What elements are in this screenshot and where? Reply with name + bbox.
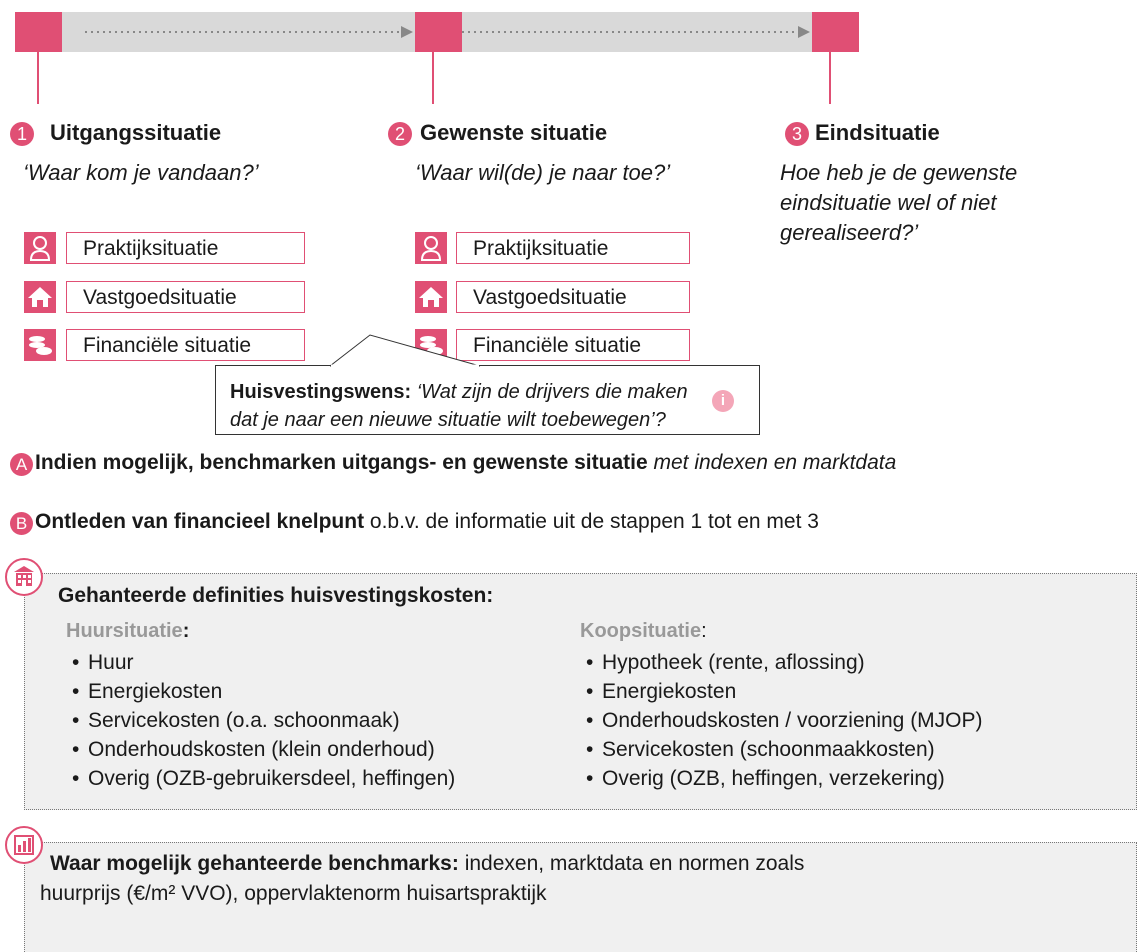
callout-text: Huisvestingswens: ‘Wat zijn de drijvers …: [230, 378, 710, 434]
step-1-question: ‘Waar kom je vandaan?’: [23, 160, 259, 185]
benchmarks-line-1: indexen, marktdata en normen zoals: [458, 852, 805, 875]
koop-heading-colon: :: [701, 620, 707, 642]
timeline-arrow-2: [462, 26, 810, 38]
row-b-normal: o.b.v. de informatie uit de stappen 1 to…: [364, 510, 819, 533]
coins-icon: [24, 329, 56, 361]
situation-vastgoed-1: Vastgoedsituatie: [66, 281, 305, 313]
huur-heading-colon: :: [182, 620, 190, 642]
row-a-bold: Indien mogelijk, benchmarken uitgangs- e…: [35, 451, 648, 474]
callout-label: Huisvestingswens:: [230, 381, 412, 403]
building-icon: [5, 558, 43, 596]
benchmarks-line-2: huurprijs (€/m² VVO), oppervlaktenorm hu…: [40, 882, 547, 905]
callout-box: [215, 365, 760, 435]
callout-question: ‘Wat zijn de drijvers die maken dat je n…: [230, 381, 688, 431]
list-item: Onderhoudskosten (klein onderhoud): [72, 735, 455, 764]
definitions-title: Gehanteerde definities huisvestingskoste…: [58, 584, 494, 607]
timeline-step-2-marker: [415, 12, 462, 52]
callout-pointer: [330, 334, 481, 367]
huur-heading: Huursituatie:: [66, 620, 189, 643]
situation-praktijk-2: Praktijksituatie: [456, 232, 690, 264]
timeline-step-3-connector: [829, 52, 831, 104]
benchmarks-panel: [24, 842, 1137, 952]
list-item: Overig (OZB-gebruikersdeel, heffingen): [72, 764, 455, 793]
situation-praktijk-1: Praktijksituatie: [66, 232, 305, 264]
step-1-number: 1: [10, 122, 34, 146]
row-b-text: Ontleden van financieel knelpunt o.b.v. …: [35, 510, 819, 534]
bar-chart-icon: [5, 826, 43, 864]
doctor-icon: [415, 232, 447, 264]
step-1-title: Uitgangssituatie: [50, 120, 222, 145]
doctor-icon: [24, 232, 56, 264]
step-2-number: 2: [388, 122, 412, 146]
benchmarks-text: Waar mogelijk gehanteerde benchmarks: in…: [50, 849, 1100, 879]
koop-list: Hypotheek (rente, aflossing) Energiekost…: [586, 648, 983, 793]
timeline-arrow-1: [85, 26, 413, 38]
info-icon[interactable]: i: [712, 390, 734, 412]
situation-vastgoed-2: Vastgoedsituatie: [456, 281, 690, 313]
list-item: Energiekosten: [586, 677, 983, 706]
house-icon: [24, 281, 56, 313]
koop-heading: Koopsituatie:: [580, 620, 707, 643]
step-2-title: Gewenste situatie: [420, 120, 608, 145]
row-a-text: Indien mogelijk, benchmarken uitgangs- e…: [35, 451, 896, 475]
row-a-letter: A: [10, 453, 33, 476]
house-icon: [415, 281, 447, 313]
step-3-number: 3: [785, 122, 809, 146]
list-item: Overig (OZB, heffingen, verzekering): [586, 764, 983, 793]
timeline-step-3-marker: [812, 12, 859, 52]
step-2-question: ‘Waar wil(de) je naar toe?’: [415, 160, 671, 185]
list-item: Onderhoudskosten / voorziening (MJOP): [586, 706, 983, 735]
list-item: Servicekosten (o.a. schoonmaak): [72, 706, 455, 735]
huur-list: Huur Energiekosten Servicekosten (o.a. s…: [72, 648, 455, 793]
benchmarks-label: Waar mogelijk gehanteerde benchmarks:: [50, 852, 459, 875]
list-item: Servicekosten (schoonmaakkosten): [586, 735, 983, 764]
list-item: Hypotheek (rente, aflossing): [586, 648, 983, 677]
timeline-step-1-marker: [15, 12, 62, 52]
huur-heading-label: Huursituatie: [66, 620, 183, 642]
row-b-letter: B: [10, 512, 33, 535]
step-3-title: Eindsituatie: [815, 120, 940, 145]
situation-financieel-1: Financiële situatie: [66, 329, 305, 361]
timeline-step-1-connector: [37, 52, 39, 104]
situation-financieel-2: Financiële situatie: [456, 329, 690, 361]
timeline-step-2-connector: [432, 52, 434, 104]
list-item: Energiekosten: [72, 677, 455, 706]
koop-heading-label: Koopsituatie: [580, 620, 702, 642]
row-a-italic: met indexen en marktdata: [647, 451, 897, 474]
step-3-question: Hoe heb je de gewenste eindsituatie wel …: [780, 160, 1018, 245]
list-item: Huur: [72, 648, 455, 677]
row-b-bold: Ontleden van financieel knelpunt: [35, 510, 365, 533]
